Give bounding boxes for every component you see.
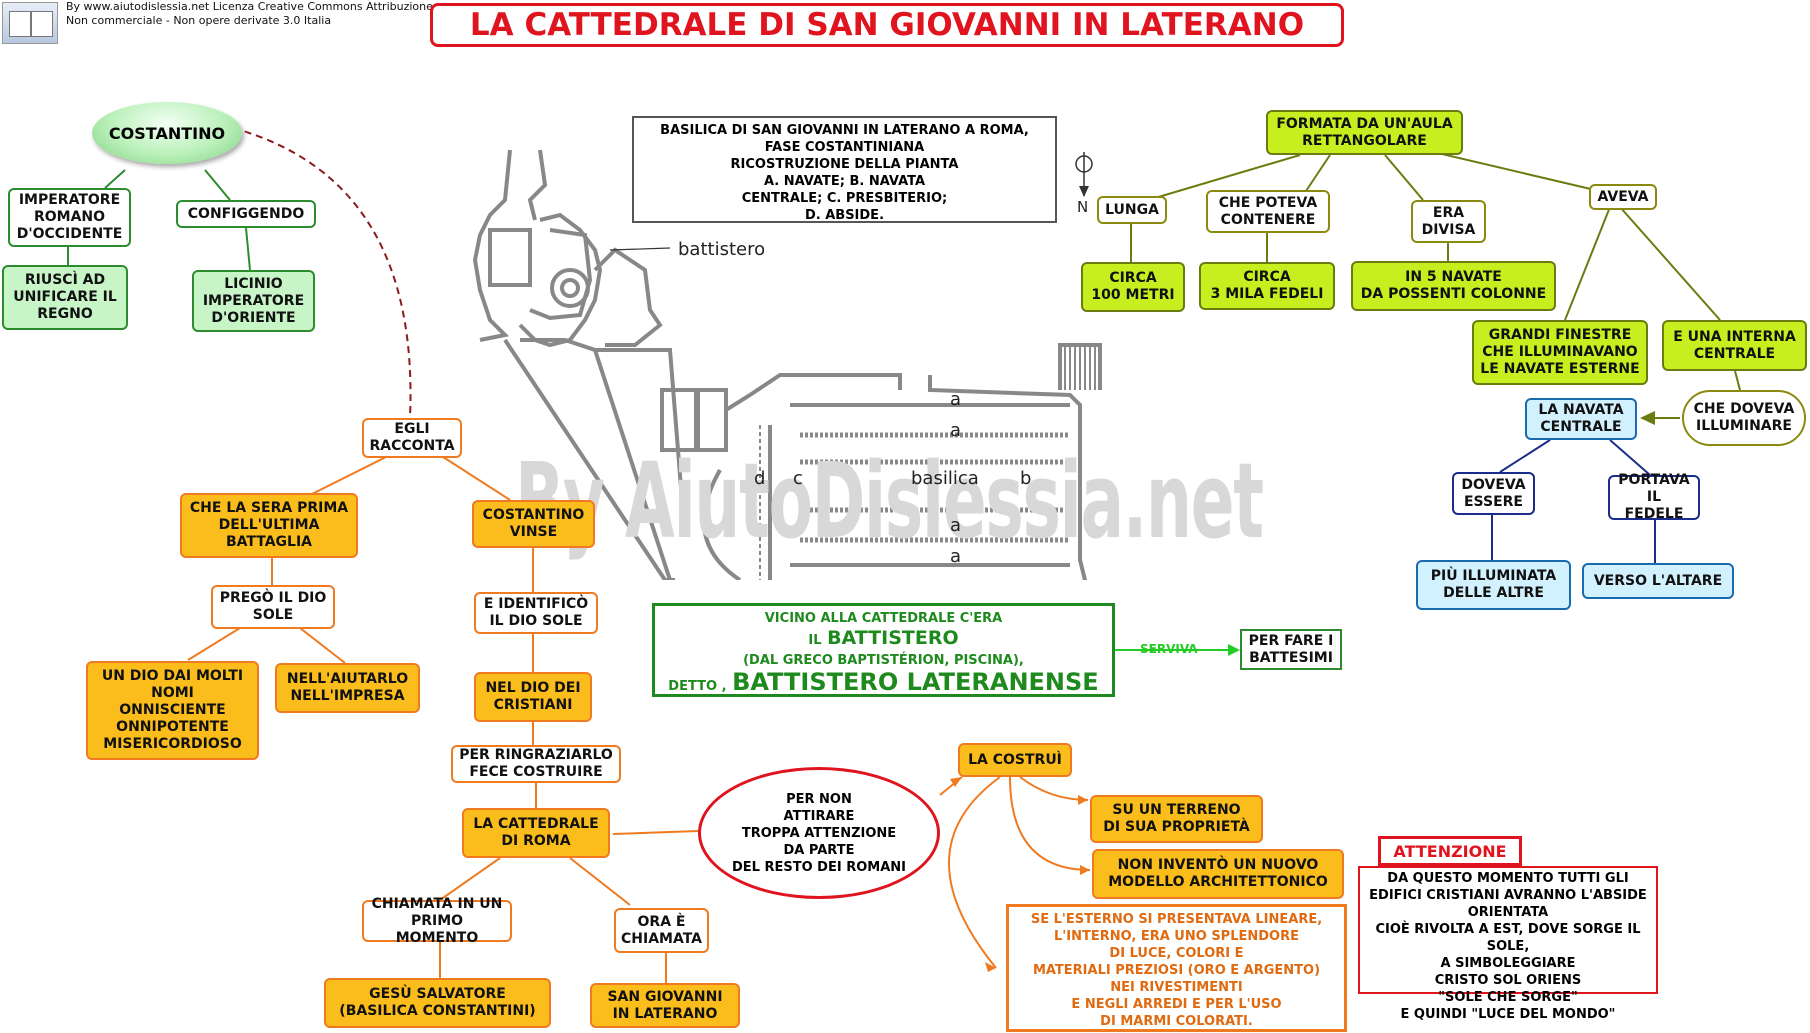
label-c: c bbox=[793, 468, 803, 489]
label-a-3: a bbox=[950, 515, 962, 536]
plan-caption: BASILICA DI SAN GIOVANNI IN LATERANO A R… bbox=[632, 116, 1057, 223]
verso-altare-node: VERSO L'ALTARE bbox=[1582, 563, 1734, 599]
lunga-node: LUNGA bbox=[1097, 196, 1167, 224]
label-basilica: basilica bbox=[911, 468, 979, 489]
serviva-label: SERVIVA bbox=[1140, 642, 1198, 656]
battistero-box: VICINO ALLA CATTEDRALE C'ERA IL BATTISTE… bbox=[652, 603, 1115, 697]
watermark: By AiutoDislessia.net bbox=[515, 440, 1264, 562]
label-battistero: battistero bbox=[678, 239, 766, 260]
label-a-4: a bbox=[950, 546, 962, 567]
esterno-interno-box: SE L'ESTERNO SI PRESENTAVA LINEARE,L'INT… bbox=[1006, 904, 1347, 1032]
aveva-node: AVEVA bbox=[1589, 184, 1657, 210]
configgendo-node: CONFIGGENDO bbox=[176, 200, 316, 228]
label-d: d bbox=[754, 468, 766, 489]
logo-icon bbox=[2, 2, 58, 44]
gesu-salvatore-node: GESÙ SALVATORE(BASILICA CONSTANTINI) bbox=[324, 978, 551, 1028]
costantino-node: COSTANTINO bbox=[92, 102, 242, 164]
label-b: b bbox=[1020, 468, 1032, 489]
credit-line-1: By www.aiutodislessia.net Licenza Creati… bbox=[66, 0, 433, 13]
la-costrui-node: LA COSTRUÌ bbox=[958, 743, 1072, 777]
license-credit: By www.aiutodislessia.net Licenza Creati… bbox=[66, 0, 433, 28]
north-indicator: N bbox=[1077, 198, 1089, 216]
basilica-floor-plan bbox=[472, 149, 1102, 580]
attenzione-label: ATTENZIONE bbox=[1378, 836, 1522, 866]
label-a-1: a bbox=[950, 389, 962, 410]
page-title: LA CATTEDRALE DI SAN GIOVANNI IN LATERAN… bbox=[430, 3, 1344, 47]
label-a-2: a bbox=[950, 420, 962, 441]
credit-line-2: Non commerciale - Non opere derivate 3.0… bbox=[66, 14, 332, 27]
